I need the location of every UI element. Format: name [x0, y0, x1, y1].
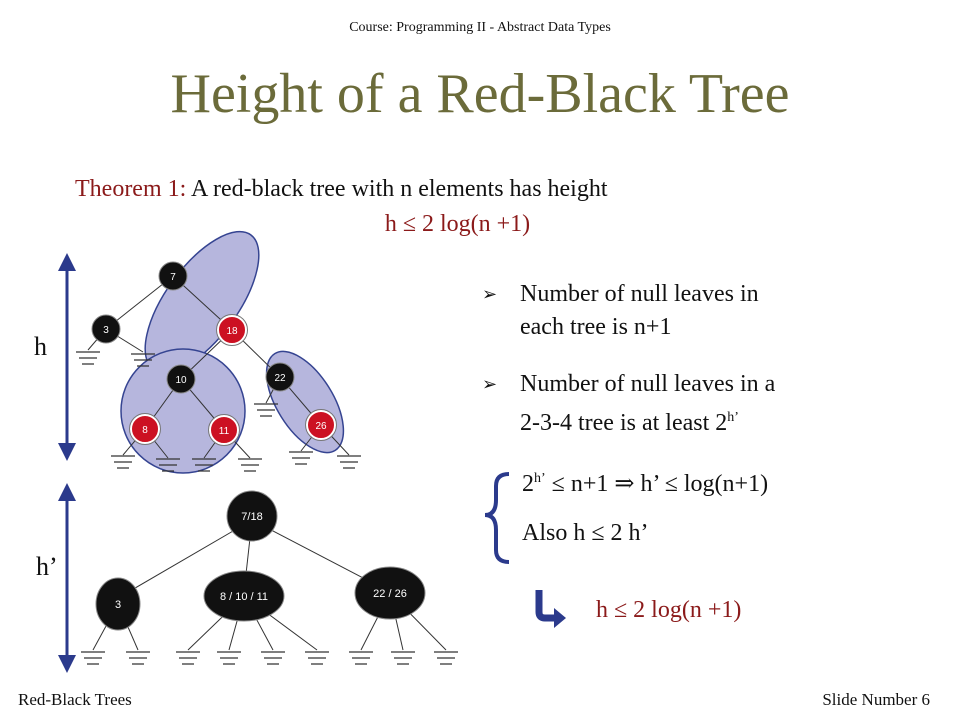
- derivation-brace-icon: [484, 472, 510, 564]
- svg-text:26: 26: [315, 421, 327, 432]
- bullet-list: ➢ Number of null leaves in each tree is …: [482, 278, 775, 464]
- slide-title: Height of a Red-Black Tree: [170, 63, 790, 125]
- theorem-label: Theorem 1:: [75, 176, 187, 202]
- svg-text:8 / 10 / 11: 8 / 10 / 11: [220, 591, 268, 603]
- rb-node-22: 22: [265, 362, 295, 392]
- theorem-formula: h ≤ 2 log(n +1): [384, 211, 531, 237]
- rb-node-26: 26: [305, 409, 337, 441]
- course-header: Course: Programming II - Abstract Data T…: [349, 20, 611, 35]
- tree234-node-middle: 8 / 10 / 11: [203, 570, 285, 622]
- bullet-item: ➢ Number of null leaves in each tree is …: [482, 278, 775, 344]
- derivation-line-2: Also h ≤ 2 h’: [522, 520, 649, 546]
- bullet-item: ➢ Number of null leaves in a 2-3-4 tree …: [482, 368, 775, 440]
- rb-null-leaves: [76, 351, 361, 472]
- bullet-arrow-icon: ➢: [482, 374, 498, 394]
- svg-text:3: 3: [115, 599, 121, 611]
- height-label-h: h: [34, 332, 47, 361]
- tree234-node-right: 22 / 26: [354, 566, 426, 620]
- svg-text:11: 11: [219, 426, 230, 437]
- rb-node-10: 10: [166, 364, 196, 394]
- svg-text:7: 7: [170, 272, 176, 283]
- rb-node-7: 7: [158, 261, 188, 291]
- tree234-null-leaves: [81, 651, 458, 665]
- rb-node-8: 8: [129, 413, 161, 445]
- tree234-node-root: 7/18: [226, 490, 278, 542]
- derivation-line-1: 2h’ ≤ n+1 ⇒ h’ ≤ log(n+1): [522, 471, 769, 497]
- conclusion-formula: h ≤ 2 log(n +1): [596, 597, 742, 623]
- rb-node-3: 3: [91, 314, 121, 344]
- svg-text:8: 8: [142, 425, 148, 436]
- bullet-arrow-icon: ➢: [482, 284, 498, 304]
- svg-text:3: 3: [103, 325, 109, 336]
- svg-text:22 / 26: 22 / 26: [373, 588, 407, 600]
- theorem-text: A red-black tree with n elements has hei…: [190, 176, 608, 202]
- rb-node-18: 18: [216, 314, 248, 346]
- footer-left: Red-Black Trees: [18, 690, 132, 709]
- svg-text:22: 22: [274, 373, 286, 384]
- rb-node-11: 11: [208, 414, 240, 446]
- slide-number: Slide Number 6: [822, 690, 930, 709]
- height-label-h-prime: h’: [36, 552, 58, 581]
- svg-text:10: 10: [175, 375, 187, 386]
- svg-text:7/18: 7/18: [241, 511, 262, 523]
- svg-text:18: 18: [226, 326, 238, 337]
- tree234-node-left: 3: [95, 577, 141, 631]
- theorem-statement: Theorem 1: A red-black tree with n eleme…: [75, 176, 608, 203]
- conclusion-arrow-icon: [535, 590, 566, 628]
